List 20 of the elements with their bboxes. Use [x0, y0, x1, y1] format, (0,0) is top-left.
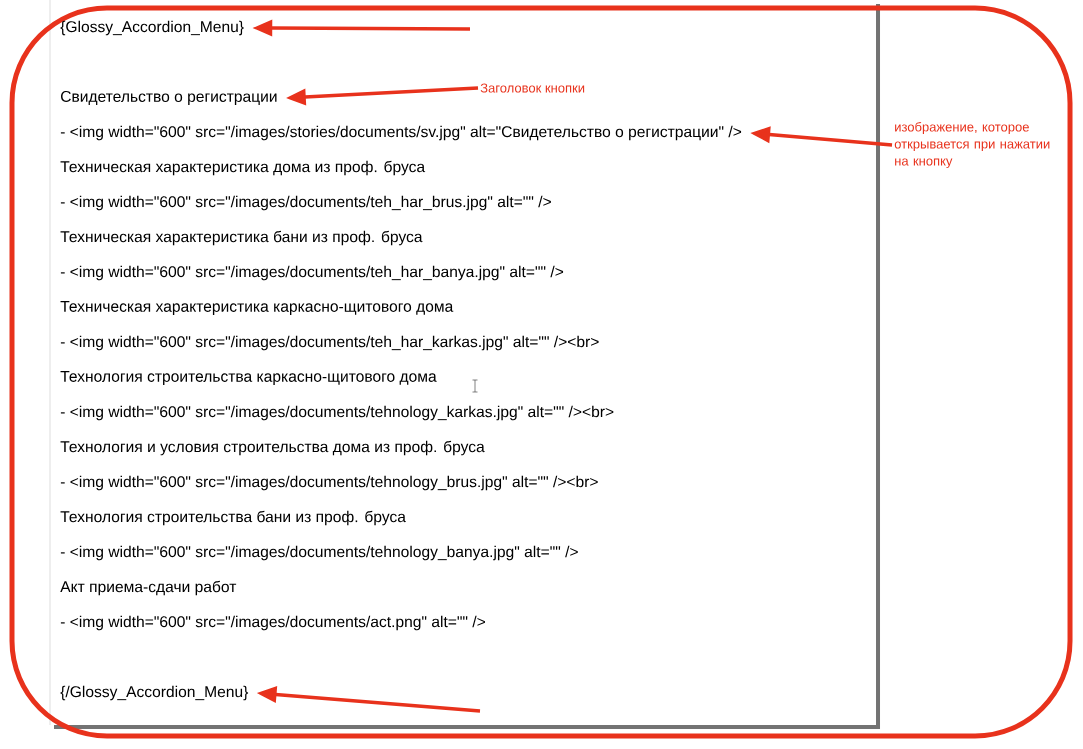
code-line: - <img width="600" src="/images/documents/tehnology_karkas.jpg" alt="" /><br>: [60, 405, 614, 421]
code-line: - <img width="600" src="/images/documents/teh_har_karkas.jpg" alt="" /><br>: [60, 335, 599, 351]
code-line: - <img width="600" src="/images/documents/teh_har_brus.jpg" alt="" />: [60, 195, 551, 211]
code-line: Технология и условия строительства дома из проф. бруса: [60, 440, 485, 456]
code-line: Акт приема-сдачи работ: [60, 580, 237, 596]
code-line: Технология строительства каркасно-щитового дома: [60, 371, 437, 385]
code-line: Техническая характеристика дома из проф. бруса: [60, 160, 426, 176]
code-line: Свидетельство о регистрации: [61, 90, 277, 106]
code-line: Техническая характеристика каркасно-щитового дома: [60, 301, 454, 315]
code-line: {/Glossy_Accordion_Menu}: [60, 685, 249, 701]
code-line: - <img width="600" src="/images/documents/tehnology_brus.jpg" alt="" /><br>: [60, 475, 598, 491]
code-line: - <img width="600" src="/images/stories/documents/sv.jpg" alt="Свидетельство о регистрации" />: [60, 125, 742, 141]
code-line: - <img width="600" src="/images/documents/teh_har_banya.jpg" alt="" />: [60, 265, 564, 281]
code-line: Техническая характеристика бани из проф. бруса: [60, 230, 423, 246]
code-line: - <img width="600" src="/images/documents/tehnology_banya.jpg" alt="" />: [60, 545, 578, 561]
annotation-text: изображение, которое открывается при нажатии на кнопку: [894, 121, 1050, 169]
annotation-text: Заголовок кнопки: [480, 83, 585, 93]
code-line: Технология строительства бани из проф. бруса: [60, 510, 406, 526]
code-line: - <img width="600" src="/images/documents/act.png" alt="" />: [60, 615, 485, 631]
code-line: {Glossy_Accordion_Menu}: [60, 20, 244, 36]
